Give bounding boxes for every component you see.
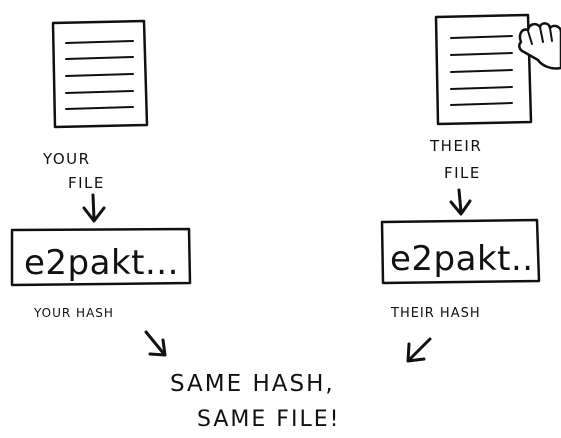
your-hash-label: YOUR HASH <box>33 306 114 320</box>
arrow-down-icon <box>82 193 106 223</box>
their-hash-label: THEIR HASH <box>390 306 481 321</box>
your-file-document-icon <box>51 19 149 129</box>
conclusion-line2: SAME FILE! <box>197 407 340 432</box>
your-file-label-line1: YOUR <box>42 150 91 168</box>
arrow-diagonal-right-icon <box>144 330 167 357</box>
arrow-down-icon <box>449 188 472 216</box>
your-file-label-line2: FILE <box>68 174 105 192</box>
hand-icon <box>518 22 561 70</box>
their-file-label-line2: FILE <box>444 164 481 182</box>
their-hash-value: e2pakt.. <box>390 239 534 279</box>
your-hash-box <box>10 227 192 287</box>
arrow-diagonal-left-icon <box>406 337 432 363</box>
their-hash-box <box>380 218 541 285</box>
their-file-label-line1: THEIR <box>429 137 482 155</box>
conclusion-line1: SAME HASH, <box>170 371 335 397</box>
your-hash-value: e2pakt... <box>24 243 179 283</box>
their-file-document-icon <box>434 13 533 126</box>
